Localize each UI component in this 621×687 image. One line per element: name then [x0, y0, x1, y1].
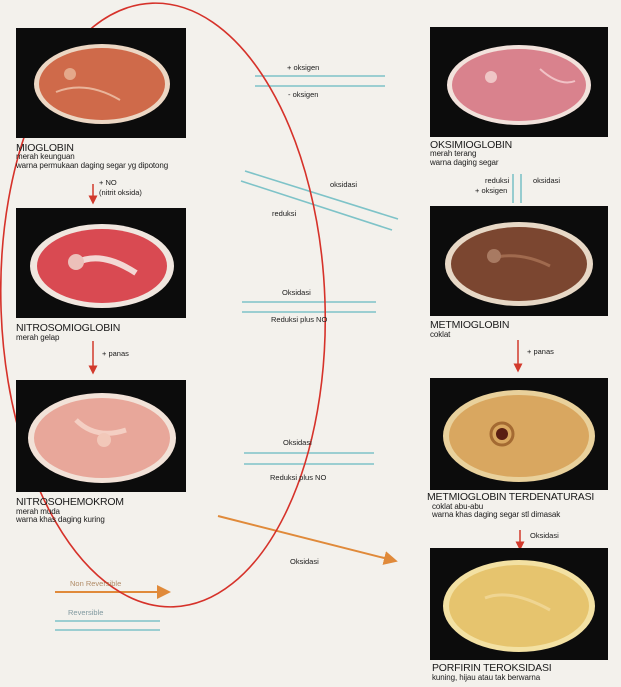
edge-label-oksidasi-bottom: Oksidasi — [290, 558, 319, 566]
legend-reversible: Reversible — [68, 609, 103, 617]
edge-label-plus-oksigen-right: + oksigen — [475, 187, 507, 195]
photo-porfirin-teroksidasi — [430, 548, 608, 660]
desc-nitrosomioglobin-1: merah gelap — [16, 334, 59, 342]
edge-label-oksidasi-right: oksidasi — [533, 177, 560, 185]
edge-label-reduksi-no-mid1: Reduksi plus NO — [271, 316, 327, 324]
photo-oksimioglobin — [430, 27, 608, 137]
edge-label-panas-right: + panas — [527, 348, 554, 356]
photo-nitrosomioglobin — [16, 208, 186, 318]
legend-non-reversible: Non Reversible — [70, 580, 121, 588]
edge-label-oksidasi-mid2: Oksidasi — [283, 439, 312, 447]
photo-mioglobin — [16, 28, 186, 138]
desc-mioglobin-2: warna permukaan daging segar yg dipotong — [16, 162, 168, 170]
photo-metmioglobin-terdenaturasi — [430, 378, 608, 490]
edge-label-nitrit-oksida: (nitrit oksida) — [99, 189, 142, 197]
edge-label-oksidasi-diagonal: oksidasi — [330, 181, 357, 189]
edge-label-plus-oksigen: + oksigen — [287, 64, 319, 72]
arrow-oksidasi-diagonal — [245, 171, 398, 219]
desc-porfirin-teroksidasi-1: kuning, hijau atau tak berwarna — [432, 674, 540, 682]
desc-metmioglobin-1: coklat — [430, 331, 450, 339]
photo-nitrosohemokrom — [16, 380, 186, 492]
edge-label-minus-oksigen: - oksigen — [288, 91, 318, 99]
photo-metmioglobin — [430, 206, 608, 316]
edge-label-reduksi-right: reduksi — [485, 177, 509, 185]
desc-nitrosohemokrom-2: warna khas daging kuring — [16, 516, 105, 524]
edge-label-plus-no: + NO — [99, 179, 117, 187]
edge-label-oksidasi-mid1: Oksidasi — [282, 289, 311, 297]
edge-label-oksidasi-right2: Oksidasi — [530, 532, 559, 540]
edge-label-reduksi-no-mid2: Reduksi plus NO — [270, 474, 326, 482]
edge-label-panas-left: + panas — [102, 350, 129, 358]
edge-label-reduksi-diagonal: reduksi — [272, 210, 296, 218]
desc-metmioglobin-terdenaturasi-2: warna khas daging segar stl dimasak — [432, 511, 560, 519]
arrow-oksidasi-bottom — [218, 516, 392, 560]
desc-oksimioglobin-2: warna daging segar — [430, 159, 498, 167]
